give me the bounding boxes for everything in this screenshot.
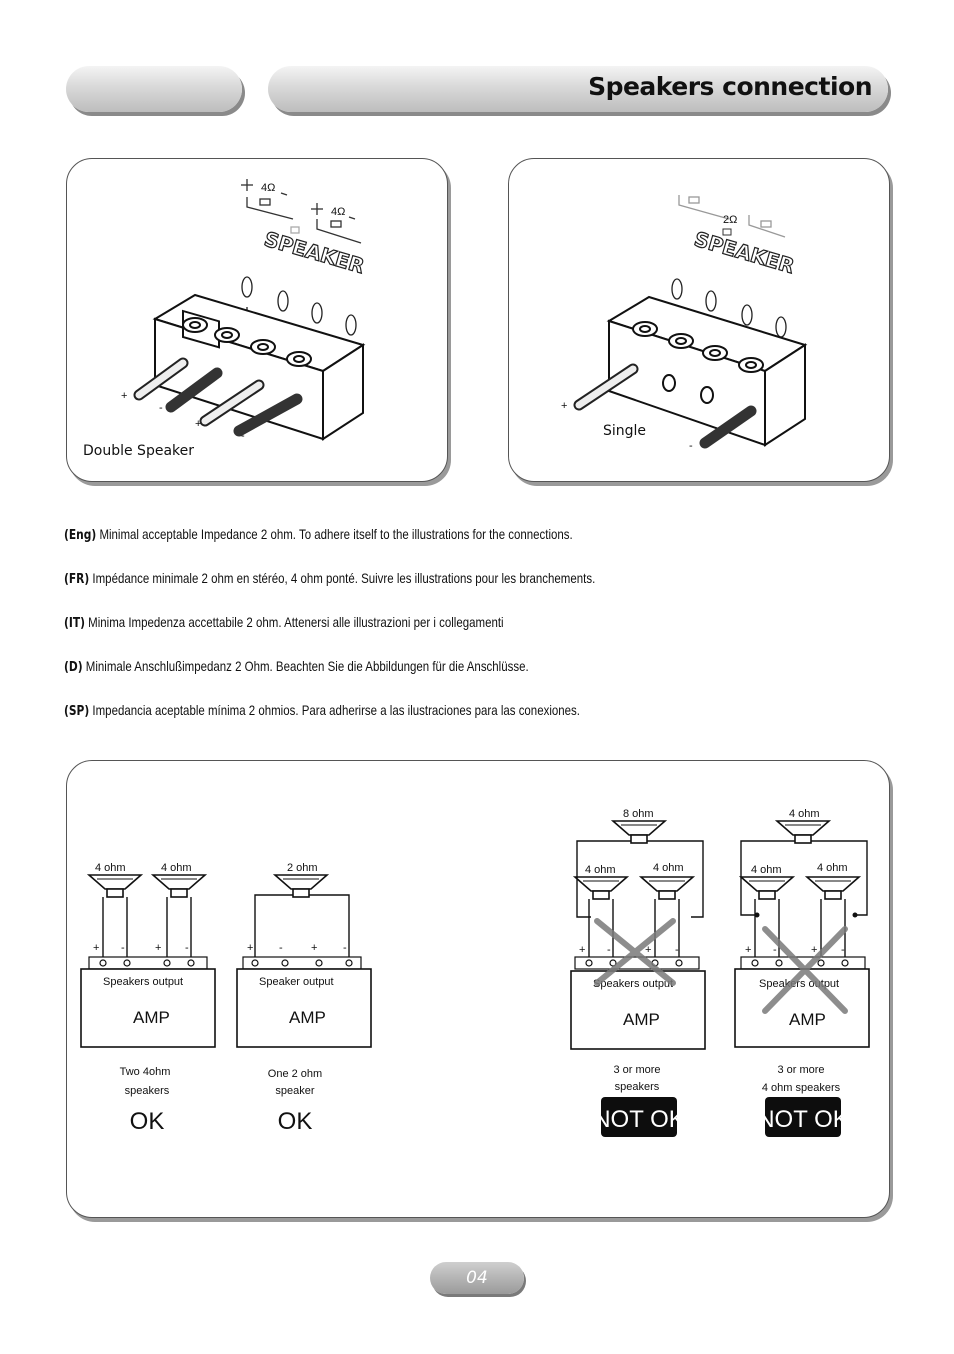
wire-sign-plus-1: + bbox=[121, 390, 127, 402]
output-label: Speaker output bbox=[259, 976, 334, 988]
polarity-sign: - bbox=[121, 942, 125, 954]
diagram-three-speakers: 8 ohm 4 ohm 4 ohm + - + - Speakers outpu… bbox=[570, 808, 706, 1137]
polarity-sign: + bbox=[745, 944, 751, 956]
ohm-label: 4 ohm bbox=[817, 862, 848, 874]
ohm-label: 4 ohm bbox=[751, 864, 782, 876]
diagram-desc: speaker bbox=[275, 1085, 314, 1097]
wire-sign-minus-1: - bbox=[159, 402, 163, 414]
ohm-label: 4 ohm bbox=[653, 862, 684, 874]
ohm-label-right: 4Ω bbox=[331, 206, 345, 218]
diagram-three-4ohm-speakers: 4 ohm 4 ohm 4 ohm + - + - Speakers outpu… bbox=[734, 808, 870, 1137]
diagram-desc: 3 or more bbox=[777, 1064, 824, 1076]
polarity-sign: + bbox=[645, 944, 651, 956]
header-decor-pill bbox=[66, 66, 242, 112]
note-lang: (D) bbox=[64, 660, 83, 675]
polarity-sign: - bbox=[343, 942, 347, 954]
wiring-diagrams: 4 ohm 4 ohm + - + - Speakers output AMP … bbox=[80, 808, 870, 1137]
note-eng: (Eng) Minimal acceptable Impedance 2 ohm… bbox=[64, 526, 573, 543]
diagram-desc: One 2 ohm bbox=[268, 1068, 322, 1080]
ohm-label: 4 ohm bbox=[585, 864, 616, 876]
cross-mark-icon bbox=[762, 926, 848, 1014]
diagram-desc: speakers bbox=[615, 1081, 660, 1093]
diagram-two-4ohm: 4 ohm 4 ohm + - + - Speakers output AMP … bbox=[80, 862, 216, 1135]
note-text: Impedancia aceptable mínima 2 ohmios. Pa… bbox=[92, 702, 580, 718]
note-text: Minima Impedenza accettabile 2 ohm. Atte… bbox=[88, 614, 504, 630]
polarity-sign: + bbox=[93, 942, 99, 954]
diagram-desc: 4 ohm speakers bbox=[762, 1082, 841, 1094]
single-speaker-illustration: 2Ω SPEAKER + - bbox=[561, 195, 808, 452]
wire-sign-minus: - bbox=[689, 440, 693, 452]
note-text: Minimal acceptable Impedance 2 ohm. To a… bbox=[99, 526, 573, 542]
ohm-label: 4 ohm bbox=[95, 862, 126, 874]
note-lang: (IT) bbox=[64, 616, 85, 631]
diagram-desc: 3 or more bbox=[613, 1064, 660, 1076]
double-speaker-illustration: 4Ω 4Ω SPEAKER bbox=[121, 179, 368, 442]
double-speaker-caption: Double Speaker bbox=[83, 443, 195, 459]
cross-mark-icon bbox=[594, 918, 676, 986]
amp-label: AMP bbox=[289, 1008, 326, 1027]
wire-sign-minus-2: - bbox=[241, 430, 245, 442]
wiring-examples-panel: 4 ohm 4 ohm + - + - Speakers output AMP … bbox=[66, 760, 890, 1218]
ohm-label: 2 ohm bbox=[287, 862, 318, 874]
verdict-not-ok: NOT OK bbox=[757, 1106, 849, 1133]
page-number: 04 bbox=[466, 1268, 488, 1288]
not-ok-badge bbox=[601, 1097, 677, 1137]
note-lang: (FR) bbox=[64, 572, 90, 587]
note-sp: (SP) Impedancia aceptable mínima 2 ohmio… bbox=[64, 702, 580, 719]
amp-label: AMP bbox=[623, 1010, 660, 1029]
note-lang: (Eng) bbox=[64, 528, 97, 543]
ohm-label: 4 ohm bbox=[789, 808, 820, 820]
verdict-ok: OK bbox=[130, 1108, 165, 1135]
wire-sign-plus: + bbox=[561, 400, 567, 412]
ohm-label-left: 4Ω bbox=[261, 182, 275, 194]
polarity-sign: + bbox=[811, 944, 817, 956]
output-label: Speakers output bbox=[593, 978, 673, 990]
note-text: Impédance minimale 2 ohm en stéréo, 4 oh… bbox=[92, 570, 596, 586]
brand-speaker-text-single: SPEAKER bbox=[692, 227, 797, 278]
polarity-sign: - bbox=[773, 944, 777, 956]
page-number-pill: 04 bbox=[430, 1262, 524, 1294]
note-lang: (SP) bbox=[64, 704, 90, 719]
verdict-not-ok: NOT OK bbox=[593, 1106, 685, 1133]
note-d: (D) Minimale Anschlußimpedanz 2 Ohm. Bea… bbox=[64, 658, 529, 675]
diagram-one-2ohm: 2 ohm + - + - Speaker output AMP One 2 o… bbox=[236, 862, 372, 1135]
note-it: (IT) Minima Impedenza accettabile 2 ohm.… bbox=[64, 614, 504, 631]
single-speaker-caption: Single bbox=[603, 423, 647, 439]
diagram-desc: speakers bbox=[125, 1085, 170, 1097]
amp-label: AMP bbox=[133, 1008, 170, 1027]
output-label: Speakers output bbox=[103, 976, 183, 988]
polarity-sign: + bbox=[155, 942, 161, 954]
note-fr: (FR) Impédance minimale 2 ohm en stéréo,… bbox=[64, 570, 595, 587]
polarity-sign: - bbox=[279, 942, 283, 954]
header-title-bar: Speakers connection bbox=[268, 66, 888, 112]
polarity-sign: - bbox=[841, 944, 845, 956]
double-speaker-panel: 4Ω 4Ω SPEAKER bbox=[66, 158, 448, 482]
not-ok-badge bbox=[765, 1097, 841, 1137]
ohm-label: 4 ohm bbox=[161, 862, 192, 874]
ohm-label: 8 ohm bbox=[623, 808, 654, 820]
polarity-sign: - bbox=[185, 942, 189, 954]
ohm-label-single: 2Ω bbox=[723, 214, 737, 226]
wire-sign-plus-2: + bbox=[195, 418, 201, 430]
note-text: Minimale Anschlußimpedanz 2 Ohm. Beachte… bbox=[85, 658, 529, 674]
polarity-sign: + bbox=[579, 944, 585, 956]
brand-speaker-text: SPEAKER bbox=[262, 227, 367, 278]
amp-label: AMP bbox=[789, 1010, 826, 1029]
polarity-sign: + bbox=[311, 942, 317, 954]
polarity-sign: + bbox=[247, 942, 253, 954]
single-speaker-panel: 2Ω SPEAKER + - Single bbox=[508, 158, 890, 482]
page-title: Speakers connection bbox=[588, 72, 872, 101]
diagram-desc: Two 4ohm bbox=[120, 1066, 171, 1078]
polarity-sign: - bbox=[675, 944, 679, 956]
polarity-sign: - bbox=[607, 944, 611, 956]
verdict-ok: OK bbox=[278, 1108, 313, 1135]
